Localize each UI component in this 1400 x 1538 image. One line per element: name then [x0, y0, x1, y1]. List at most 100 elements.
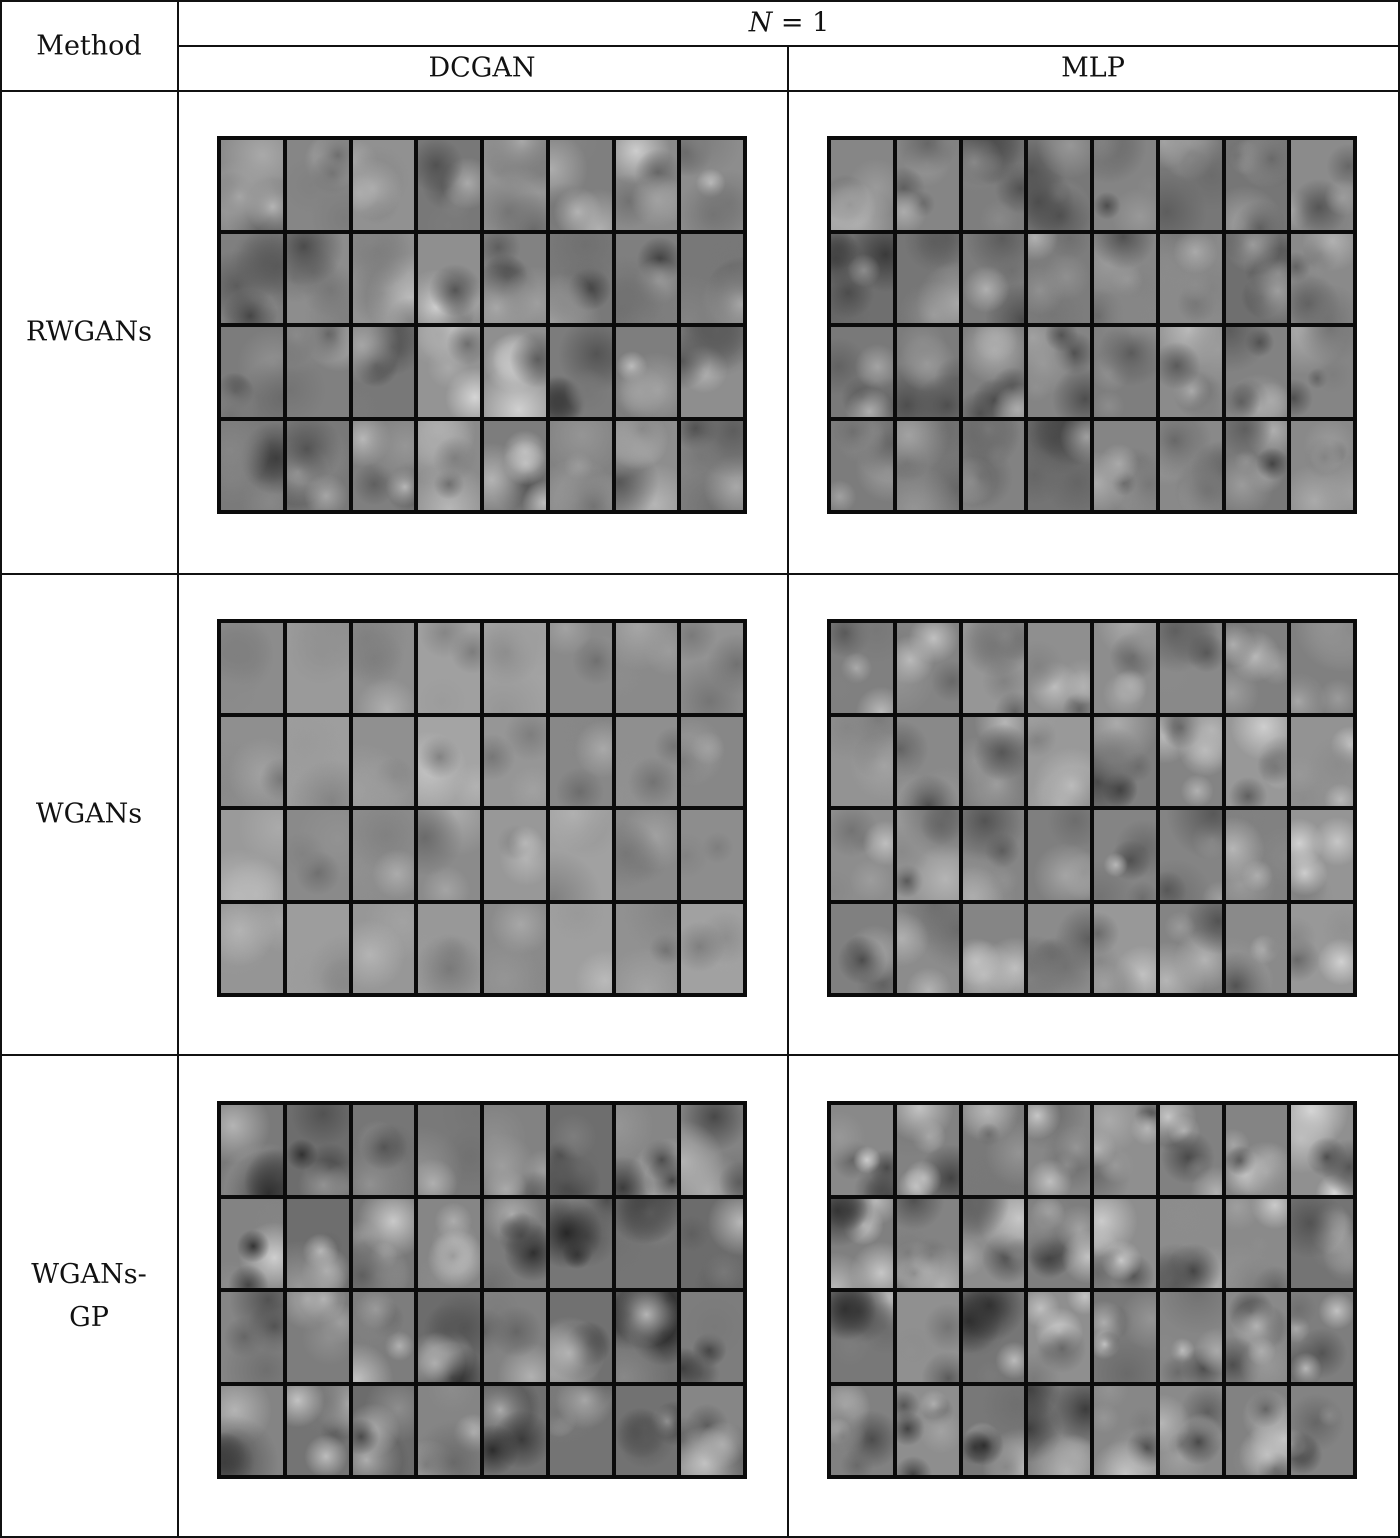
sample-tile	[418, 420, 480, 510]
sample-tile	[615, 327, 678, 417]
n-value: = 1	[780, 7, 830, 39]
sample-tile	[221, 903, 283, 993]
sample-tile	[1225, 327, 1288, 417]
row-label-line: WGANs-	[31, 1259, 147, 1290]
sample-tile	[681, 1198, 743, 1288]
sample-tile	[1225, 903, 1288, 993]
sample-tile	[1225, 1105, 1288, 1195]
sample-tile	[615, 140, 678, 230]
sample-tile	[286, 623, 349, 713]
sample-tile	[352, 1292, 415, 1382]
sample-tile	[615, 1385, 678, 1475]
column-header-mlp: MLP	[1061, 52, 1125, 84]
sample-tile	[896, 1198, 959, 1288]
sample-tile	[615, 903, 678, 993]
sample-tile	[1159, 810, 1222, 900]
sample-tile	[286, 810, 349, 900]
sample-tile	[1094, 623, 1156, 713]
sample-tile	[1291, 420, 1353, 510]
sample-tile	[549, 1105, 612, 1195]
sample-tile	[896, 1385, 959, 1475]
sample-tile	[1225, 1198, 1288, 1288]
sample-tile	[221, 1198, 283, 1288]
sample-tile	[1291, 233, 1353, 323]
sample-tile	[549, 903, 612, 993]
sample-tile	[1159, 903, 1222, 993]
method-header: Method	[36, 30, 142, 62]
sample-tile	[286, 1198, 349, 1288]
sample-tile	[484, 1198, 546, 1288]
sample-tile	[681, 420, 743, 510]
sample-tile	[1028, 233, 1090, 323]
sample-tile	[484, 327, 546, 417]
sample-tile	[962, 623, 1025, 713]
sample-tile	[896, 903, 959, 993]
sample-tile	[681, 810, 743, 900]
sample-tile	[484, 810, 546, 900]
sample-tile	[962, 233, 1025, 323]
sample-tile	[484, 1105, 546, 1195]
n-header: N = 1	[749, 10, 830, 37]
sample-tile	[1159, 1292, 1222, 1382]
sample-tile	[615, 1198, 678, 1288]
row-label-line: RWGANs	[25, 316, 153, 348]
sample-tile	[1094, 327, 1156, 417]
column-header-dcgan: DCGAN	[428, 52, 536, 84]
sample-tile	[896, 716, 959, 806]
sample-tile	[681, 327, 743, 417]
sample-tile	[1028, 420, 1090, 510]
sample-tile	[1094, 1198, 1156, 1288]
sample-tile	[831, 1198, 893, 1288]
sample-tile	[549, 623, 612, 713]
sample-tile	[1225, 140, 1288, 230]
sample-tile	[1291, 716, 1353, 806]
row-label-rwgans: RWGANs	[0, 311, 178, 354]
sample-tile	[1291, 140, 1353, 230]
sample-tile	[1094, 233, 1156, 323]
n-symbol: N	[748, 7, 773, 39]
sample-tile	[352, 1105, 415, 1195]
sample-tile	[1094, 1292, 1156, 1382]
sample-tile	[221, 233, 283, 323]
sample-tile	[549, 233, 612, 323]
sample-tile	[962, 903, 1025, 993]
sample-tile	[615, 810, 678, 900]
sample-tile	[831, 1105, 893, 1195]
sample-tile	[221, 716, 283, 806]
row-label-line: GP	[69, 1302, 109, 1333]
sample-tile	[962, 327, 1025, 417]
sample-tile	[549, 810, 612, 900]
sample-grid-rwgans-mlp	[827, 136, 1357, 514]
sample-tile	[681, 716, 743, 806]
sample-tile	[1094, 716, 1156, 806]
sample-tile	[221, 140, 283, 230]
row-label-wgans-gp: WGANs- GP	[0, 1253, 178, 1339]
sample-tile	[221, 420, 283, 510]
sample-tile	[286, 233, 349, 323]
sample-tile	[286, 1292, 349, 1382]
rule-method-column	[177, 0, 179, 1538]
sample-tile	[549, 1385, 612, 1475]
sample-tile	[1291, 1198, 1353, 1288]
sample-tile	[1291, 810, 1353, 900]
sample-tile	[418, 716, 480, 806]
sample-tile	[681, 140, 743, 230]
sample-tile	[1159, 233, 1222, 323]
sample-tile	[1159, 420, 1222, 510]
sample-tile	[1028, 1385, 1090, 1475]
sample-tile	[352, 716, 415, 806]
sample-tile	[896, 140, 959, 230]
sample-tile	[1159, 140, 1222, 230]
sample-tile	[286, 1105, 349, 1195]
sample-tile	[896, 623, 959, 713]
sample-tile	[1225, 233, 1288, 323]
sample-tile	[221, 1292, 283, 1382]
sample-tile	[418, 1105, 480, 1195]
sample-tile	[1028, 716, 1090, 806]
sample-tile	[484, 623, 546, 713]
sample-tile	[286, 420, 349, 510]
sample-tile	[484, 233, 546, 323]
sample-tile	[352, 1385, 415, 1475]
sample-tile	[418, 233, 480, 323]
